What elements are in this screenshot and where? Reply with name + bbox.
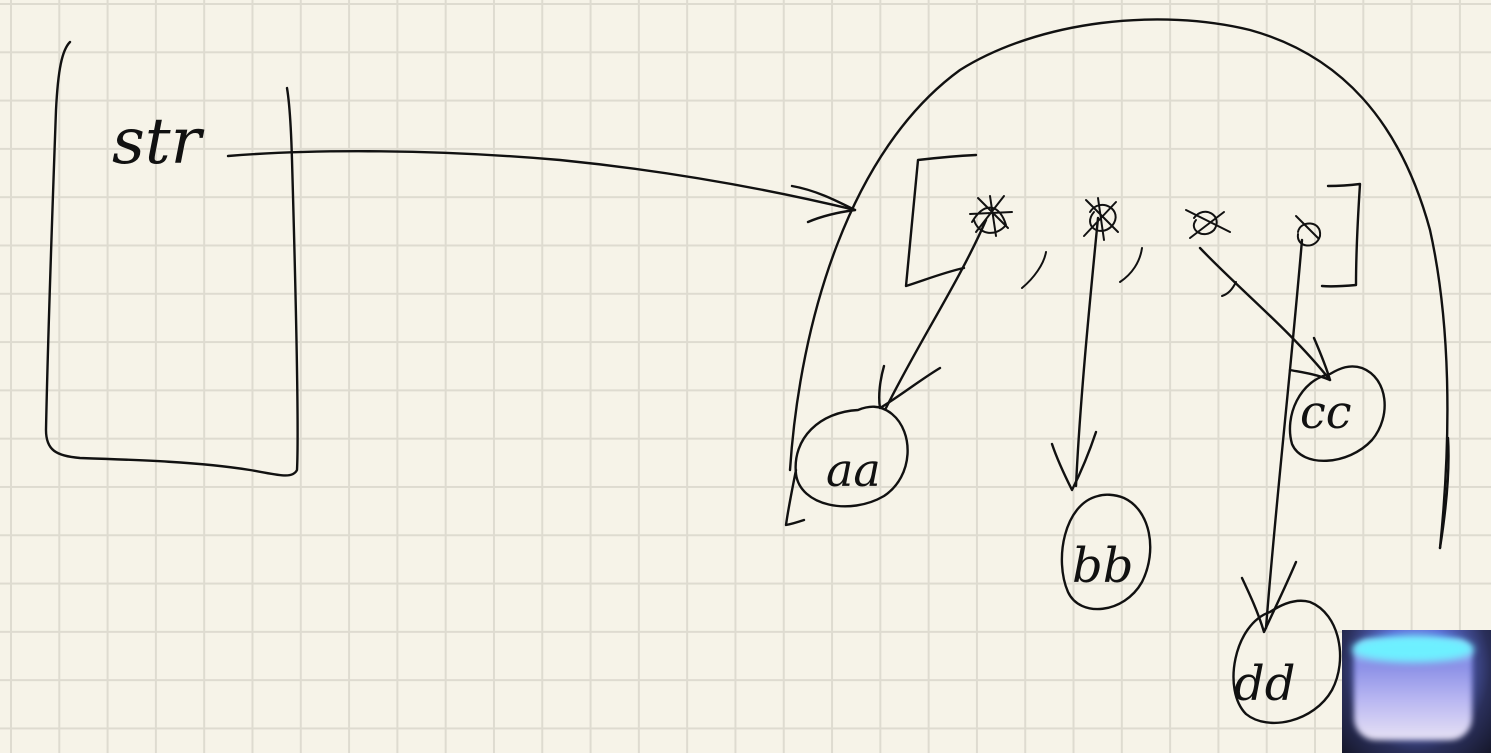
value-label-cc: cc [1300,385,1352,439]
value-label-bb: bb [1072,538,1133,594]
value-label-aa: aa [826,443,881,497]
list-slots [969,195,1322,247]
separators [1021,247,1237,297]
variable-box [44,40,299,477]
webcam-overlay [1342,630,1491,753]
list-brackets [904,153,1362,288]
variable-label-str: str [112,105,205,179]
value-label-dd: dd [1234,656,1295,712]
value-object-aa: aa [794,405,909,508]
heap-arc [784,18,1450,550]
value-object-cc: cc [1288,365,1386,462]
slot-3-scribble [1295,215,1322,247]
reference-arrow [226,150,857,224]
slot-0-scribble [969,195,1013,237]
slot-2-scribble [1185,209,1231,239]
value-object-dd: dd [1232,599,1342,725]
slot-1-scribble [1083,197,1119,241]
value-object-bb: bb [1060,493,1152,611]
